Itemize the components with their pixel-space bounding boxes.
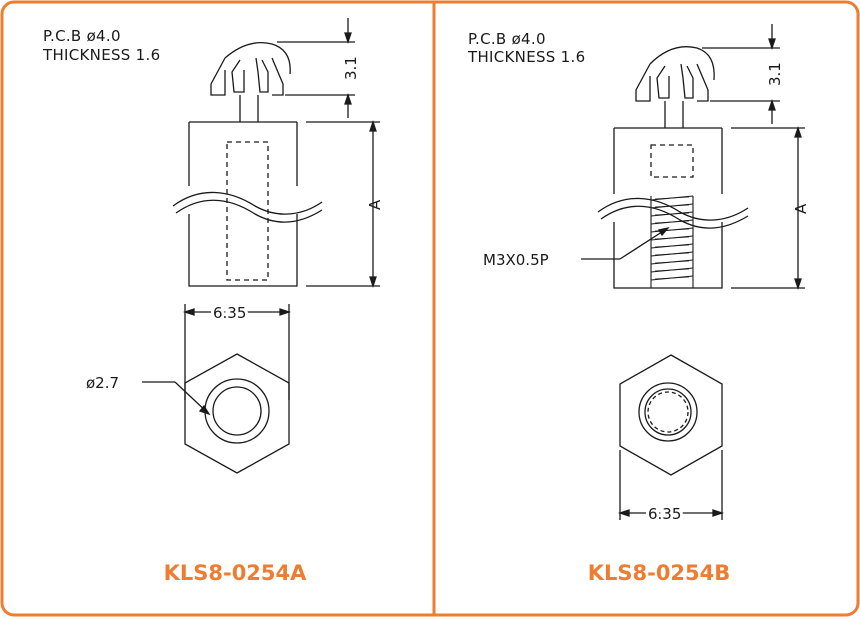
dim-hole-label: ø2.7 bbox=[86, 374, 119, 392]
snap-clip-head bbox=[635, 46, 715, 128]
thickness-note: THICKNESS 1.6 bbox=[467, 48, 585, 66]
pcb-hole-note: P.C.B ø4.0 bbox=[43, 27, 121, 45]
hex-end-view bbox=[142, 353, 290, 474]
panel-kls8-0254b: P.C.B ø4.0 THICKNESS 1.6 3.1 A M3X0.5P 6… bbox=[467, 24, 810, 585]
thickness-note: THICKNESS 1.6 bbox=[42, 46, 160, 64]
pcb-hole-note: P.C.B ø4.0 bbox=[468, 30, 546, 48]
dim-across-flats-label: 6.35 bbox=[648, 505, 681, 523]
snap-clip-head bbox=[210, 41, 291, 122]
dimension-lines bbox=[581, 24, 805, 520]
spacer-body bbox=[597, 127, 749, 289]
model-label: KLS8-0254B bbox=[588, 561, 731, 585]
model-label: KLS8-0254A bbox=[164, 561, 308, 585]
dim-height-label: 3.1 bbox=[766, 62, 784, 86]
dim-across-flats-label: 6.35 bbox=[213, 304, 246, 322]
internal-thread bbox=[650, 195, 694, 288]
panel-kls8-0254a: P.C.B ø4.0 THICKNESS 1.6 3.1 A 6.35 ø2.7… bbox=[42, 18, 384, 585]
thread-spec-label: M3X0.5P bbox=[483, 251, 549, 269]
dim-height-label: 3.1 bbox=[342, 56, 360, 80]
hex-end-view bbox=[619, 354, 723, 476]
dim-length-label: A bbox=[792, 203, 810, 214]
dimension-lines bbox=[182, 18, 380, 400]
dim-length-label: A bbox=[366, 199, 384, 210]
spacer-body bbox=[172, 121, 323, 287]
